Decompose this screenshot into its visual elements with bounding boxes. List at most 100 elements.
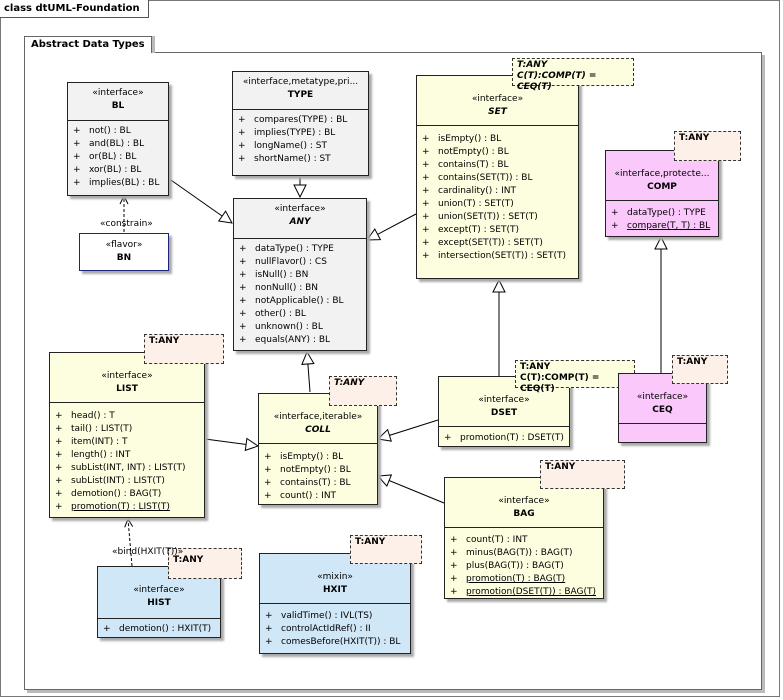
operation: +contains(T) : BL — [264, 478, 351, 488]
operation: +count() : INT — [264, 491, 337, 501]
edge-coll-any — [307, 352, 310, 393]
class-name: LIST — [116, 384, 138, 394]
template-hist: T:ANY — [168, 548, 242, 579]
class-hist[interactable]: «interface»HIST +demotion() : HXIT(T) — [97, 566, 221, 638]
class-type[interactable]: «interface,metatype,pri... TYPE +compares… — [232, 71, 369, 176]
class-bl[interactable]: «interface»BL +not() : BL +and(BL) : BL … — [67, 82, 169, 196]
operation: +comesBefore(HXIT(T)) : BL — [265, 637, 401, 647]
operation: +other() : BL — [239, 309, 306, 319]
operation: +compares(TYPE) : BL — [238, 115, 348, 125]
operation: +except(T) : SET(T) — [422, 225, 519, 235]
operation: +notApplicable() : BL — [239, 296, 344, 306]
class-dset[interactable]: «interface» DSET +promotion(T) : DSET(T) — [438, 376, 570, 447]
operation: +promotion(T) : LIST(T) — [55, 502, 170, 512]
operation: +validTime() : IVL(TS) — [265, 611, 373, 621]
template-hxit: T:ANY — [350, 535, 422, 564]
stereotype: «interface» — [478, 395, 530, 405]
constrain-label: «constrain» — [100, 219, 153, 229]
stereotype: «interface,protecte... — [614, 169, 710, 179]
edge-bl-any — [167, 177, 232, 223]
class-name: ANY — [289, 217, 311, 227]
class-name: COMP — [647, 182, 677, 192]
class-hxit[interactable]: «mixin»HXIT +validTime() : IVL(TS) +cont… — [259, 553, 411, 654]
edge-bag-coll — [378, 476, 445, 504]
operation: +plus(BAG(T)) : BAG(T) — [450, 561, 564, 571]
stereotype: «interface» — [133, 585, 185, 595]
operation: +promotion(T) : BAG(T) — [450, 574, 566, 584]
class-comp[interactable]: «interface,protecte... COMP +dataType() :… — [605, 150, 719, 237]
class-name: DSET — [490, 408, 518, 418]
operation: +nonNull() : BN — [239, 283, 319, 293]
edge-dset-coll — [378, 419, 439, 439]
class-ceq[interactable]: «interface»CEQ — [618, 373, 707, 443]
operation: +implies(BL) : BL — [73, 178, 160, 188]
stereotype: «interface,metatype,pri... — [242, 77, 359, 87]
operation: +not() : BL — [73, 126, 131, 136]
template-ceq: T:ANY — [672, 355, 728, 384]
operation: +implies(TYPE) : BL — [238, 128, 336, 138]
operation: +contains(T) : BL — [422, 160, 509, 170]
class-bn[interactable]: «flavor» BN — [79, 233, 169, 271]
operation: +demotion() : BAG(T) — [55, 489, 162, 499]
template-coll: T:ANY — [329, 376, 397, 406]
edge-set-any — [367, 213, 417, 240]
template-comp: T:ANY — [674, 131, 741, 161]
package-title: Abstract Data Types — [24, 36, 152, 53]
template-bag: T:ANY — [540, 460, 625, 489]
class-set[interactable]: «interface»SET +isEmpty() : BL +notEmpty… — [416, 75, 579, 279]
template-list: T:ANY — [144, 334, 224, 364]
operation: +or(BL) : BL — [73, 152, 137, 162]
operation: +count(T) : INT — [450, 535, 528, 545]
stereotype: «mixin» — [317, 572, 353, 582]
operation: +subList(INT, INT) : LIST(T) — [55, 463, 186, 473]
operation: +except(SET(T)) : SET(T) — [422, 238, 543, 248]
operation: +xor(BL) : BL — [73, 165, 142, 175]
operation: +union(T) : SET(T) — [422, 199, 514, 209]
operation: +nullFlavor() : CS — [239, 257, 327, 267]
class-coll[interactable]: «interface,iterable»COLL +isEmpty() : BL… — [258, 393, 378, 505]
stereotype: «interface» — [274, 204, 326, 214]
operation: +notEmpty() : BL — [422, 147, 509, 157]
operation: +shortName() : ST — [238, 154, 331, 164]
edge-hist-list — [128, 519, 132, 567]
stereotype: «flavor» — [105, 240, 143, 250]
operation: +length() : INT — [55, 450, 131, 460]
stereotype: «interface» — [471, 94, 524, 104]
operation: +controlActIdRef() : II — [265, 624, 371, 634]
operation: +notEmpty() : BL — [264, 465, 351, 475]
operation: +unknown() : BL — [239, 322, 323, 332]
operation: +dataType() : TYPE — [611, 208, 706, 218]
operation: +isNull() : BN — [239, 270, 309, 280]
operation: +subList(INT) : LIST(T) — [55, 476, 165, 486]
diagram-title: class dtUML-Foundation — [0, 0, 149, 18]
operation: +contains(SET(T)) : BL — [422, 173, 533, 183]
bind-label: «bind(HXIT(T))» — [112, 547, 184, 557]
class-name: BL — [111, 101, 125, 111]
operation: +tail() : LIST(T) — [55, 424, 133, 434]
edge-list-coll — [204, 439, 258, 446]
operation: +dataType() : TYPE — [239, 244, 334, 254]
class-list[interactable]: «interface»LIST +head() : T +tail() : LI… — [49, 352, 205, 518]
class-name: TYPE — [287, 90, 314, 100]
operation: +minus(BAG(T)) : BAG(T) — [450, 548, 573, 558]
stereotype: «interface» — [636, 392, 689, 402]
class-name: BAG — [513, 509, 535, 519]
class-name: HIST — [147, 598, 171, 608]
operation: +compare(T, T) : BL — [611, 221, 711, 231]
operation: +intersection(SET(T)) : SET(T) — [422, 251, 566, 261]
operation: +union(SET(T)) : SET(T) — [422, 212, 538, 222]
operation: +cardinality() : INT — [422, 186, 516, 196]
stereotype: «interface,iterable» — [273, 412, 363, 422]
operation: +promotion(T) : DSET(T) — [444, 433, 564, 443]
stereotype: «interface» — [101, 371, 153, 381]
operation: +longName() : ST — [238, 141, 327, 151]
class-any[interactable]: «interface» ANY +dataType() : TYPE +nullF… — [233, 198, 367, 351]
stereotype: «interface» — [92, 88, 144, 98]
class-name: SET — [488, 107, 507, 117]
class-bag[interactable]: «interface»BAG +count(T) : INT +minus(BA… — [444, 477, 604, 599]
class-name: BN — [116, 253, 132, 263]
